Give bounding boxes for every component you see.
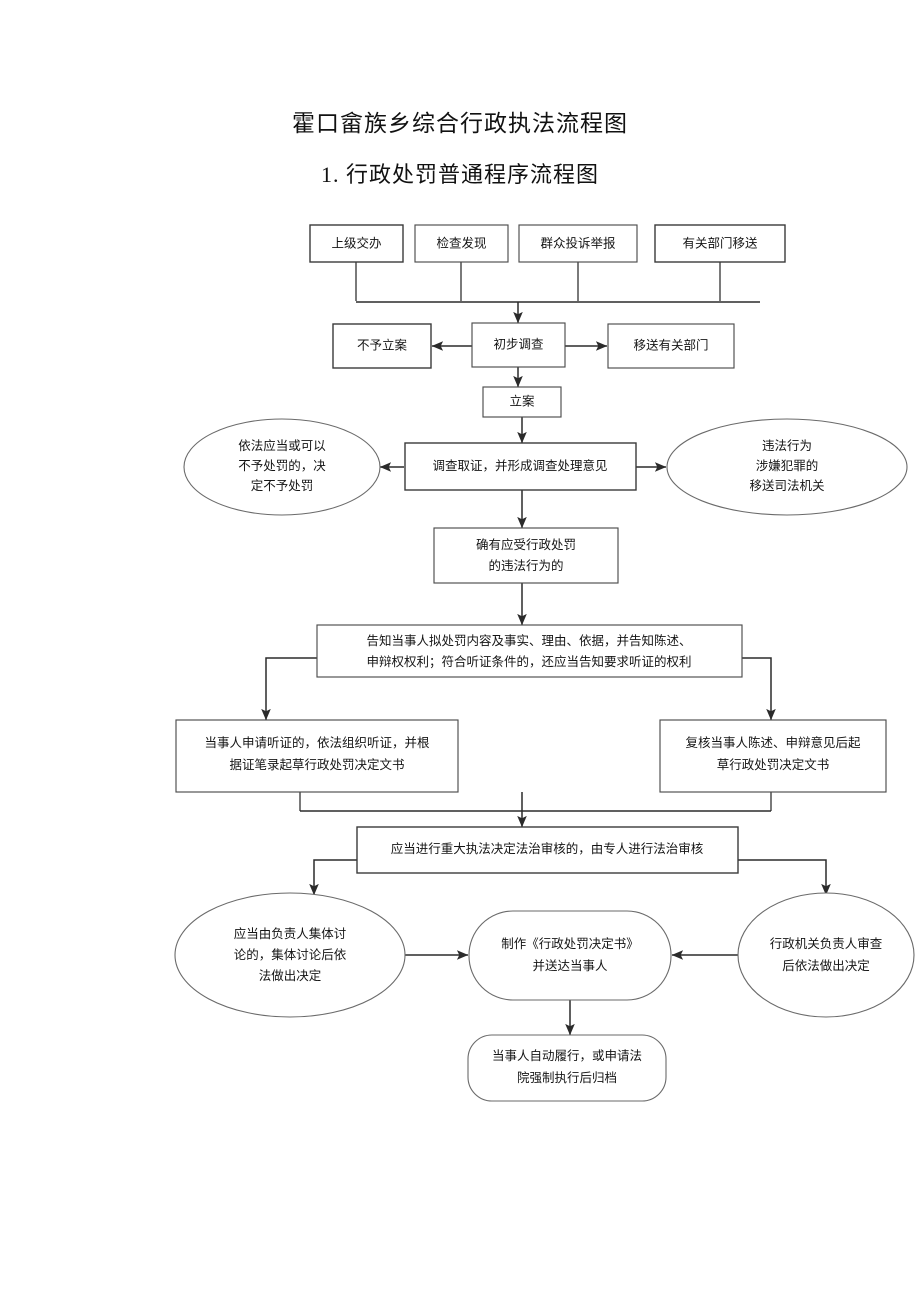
node-box	[482, 386, 562, 418]
node-label-line-3: 移送司法机关	[749, 478, 824, 493]
node-box	[433, 527, 619, 584]
edge-notify-hearing	[261, 657, 317, 721]
node-label-line-2: 并送达当事人	[532, 958, 608, 973]
node-box	[332, 323, 432, 369]
node-label-line-2: 的违法行为的	[488, 558, 563, 573]
node-box	[607, 323, 735, 369]
node-label-line-1: 复核当事人陈述、申辩意见后起	[685, 735, 861, 750]
node-box	[309, 224, 404, 263]
node-label-line-1: 违法行为	[762, 439, 812, 453]
node-label-line-2: 院强制执行后归档	[517, 1071, 617, 1085]
node-public-complaint[interactable]: 群众投诉举报	[518, 224, 638, 263]
node-label-line-2: 后依法做出决定	[782, 958, 870, 973]
node-ellipse	[737, 892, 915, 1018]
node-box	[175, 719, 459, 793]
node-box	[414, 224, 509, 263]
node-preliminary-investigation[interactable]: 初步调查	[471, 322, 566, 368]
node-label-line-1: 当事人自动履行，或申请法	[492, 1049, 642, 1063]
node-label-line-1: 依法应当或可以	[238, 438, 326, 453]
node-notify-party[interactable]: 告知当事人拟处罚内容及事实、理由、依据，并告知陈述、 申辩权权利；符合听证条件的…	[316, 624, 743, 678]
node-label-line-1: 告知当事人拟处罚内容及事实、理由、依据，并告知陈述、	[366, 633, 691, 648]
node-box	[659, 719, 887, 793]
connector-group	[261, 262, 831, 1036]
node-upper-assignment[interactable]: 上级交办	[309, 224, 404, 263]
node-label-line-1: 行政机关负责人审查	[770, 936, 883, 951]
node-label-line-1: 确有应受行政处罚	[476, 537, 576, 552]
page-subtitle: 1. 行政处罚普通程序流程图	[320, 162, 599, 187]
node-box	[471, 322, 566, 368]
node-box	[356, 826, 739, 874]
node-label: 移送有关部门	[633, 337, 708, 352]
node-no-case-filing[interactable]: 不予立案	[332, 323, 432, 369]
node-label: 初步调查	[493, 337, 544, 351]
node-organize-hearing[interactable]: 当事人申请听证的，依法组织听证，并根 据证笔录起草行政处罚决定文书	[175, 719, 459, 793]
node-label: 应当进行重大执法决定法治审核的，由专人进行法治审核	[391, 841, 704, 856]
node-label-line-1: 当事人申请听证的，依法组织听证，并根	[204, 735, 430, 750]
node-execution-archive[interactable]: 当事人自动履行，或申请法 院强制执行后归档	[467, 1034, 667, 1102]
edge-legalreview-leaderreview	[738, 859, 831, 896]
node-collective-discussion[interactable]: 应当由负责人集体讨 论的，集体讨论后依 法做出决定	[174, 892, 406, 1018]
node-label: 调查取证，并形成调查处理意见	[432, 458, 607, 473]
node-evidence-collection[interactable]: 调查取证，并形成调查处理意见	[404, 442, 637, 491]
node-inspection-finding[interactable]: 检查发现	[414, 224, 509, 263]
node-box	[518, 224, 638, 263]
node-label-line-2: 论的，集体讨论后依	[234, 947, 347, 962]
node-label-line-2: 申辩权权利；符合听证条件的，还应当告知要求听证的权利	[366, 654, 691, 669]
flowchart-canvas: 上级交办 检查发现 群众投诉举报 有关部门移送 不予立案 初步调查 移送有关部门	[174, 224, 915, 1102]
node-ellipse	[666, 418, 908, 516]
node-box	[316, 624, 743, 678]
node-label: 有关部门移送	[682, 235, 758, 250]
node-label-line-2: 据证笔录起草行政处罚决定文书	[229, 757, 404, 772]
node-box	[468, 910, 672, 1001]
node-confirmed-violation[interactable]: 确有应受行政处罚 的违法行为的	[433, 527, 619, 584]
node-legal-review[interactable]: 应当进行重大执法决定法治审核的，由专人进行法治审核	[356, 826, 739, 874]
node-label: 检查发现	[436, 235, 486, 250]
page-title: 霍口畲族乡综合行政执法流程图	[292, 111, 628, 136]
node-leader-review-decision[interactable]: 行政机关负责人审查 后依法做出决定	[737, 892, 915, 1018]
node-label-line-3: 法做出决定	[259, 968, 322, 983]
edge-notify-reviewstmt	[742, 657, 776, 721]
node-transfer-to-department[interactable]: 移送有关部门	[607, 323, 735, 369]
node-transfer-judicial[interactable]: 违法行为 涉嫌犯罪的 移送司法机关	[666, 418, 908, 516]
node-review-statement[interactable]: 复核当事人陈述、申辩意见后起 草行政处罚决定文书	[659, 719, 887, 793]
edge-legalreview-collective	[309, 859, 357, 896]
node-ellipse	[174, 892, 406, 1018]
node-penalty-decision-document[interactable]: 制作《行政处罚决定书》 并送达当事人	[468, 910, 672, 1001]
node-label: 群众投诉举报	[540, 235, 616, 250]
node-box	[467, 1034, 667, 1102]
node-box	[404, 442, 637, 491]
node-label-line-2: 涉嫌犯罪的	[756, 458, 819, 473]
node-ellipse	[183, 418, 381, 516]
node-label-line-2: 草行政处罚决定文书	[717, 757, 830, 772]
node-label-line-1: 制作《行政处罚决定书》	[501, 936, 639, 951]
node-label: 不予立案	[357, 337, 408, 352]
node-department-referral[interactable]: 有关部门移送	[654, 224, 786, 263]
node-no-penalty-decision[interactable]: 依法应当或可以 不予处罚的，决 定不予处罚	[183, 418, 381, 516]
node-label: 上级交办	[331, 235, 381, 250]
node-case-filing[interactable]: 立案	[482, 386, 562, 418]
node-label-line-2: 不予处罚的，决	[238, 458, 326, 473]
node-label-line-1: 应当由负责人集体讨	[234, 926, 347, 941]
node-label: 立案	[509, 393, 535, 408]
node-box	[654, 224, 786, 263]
node-label-line-3: 定不予处罚	[251, 478, 314, 493]
